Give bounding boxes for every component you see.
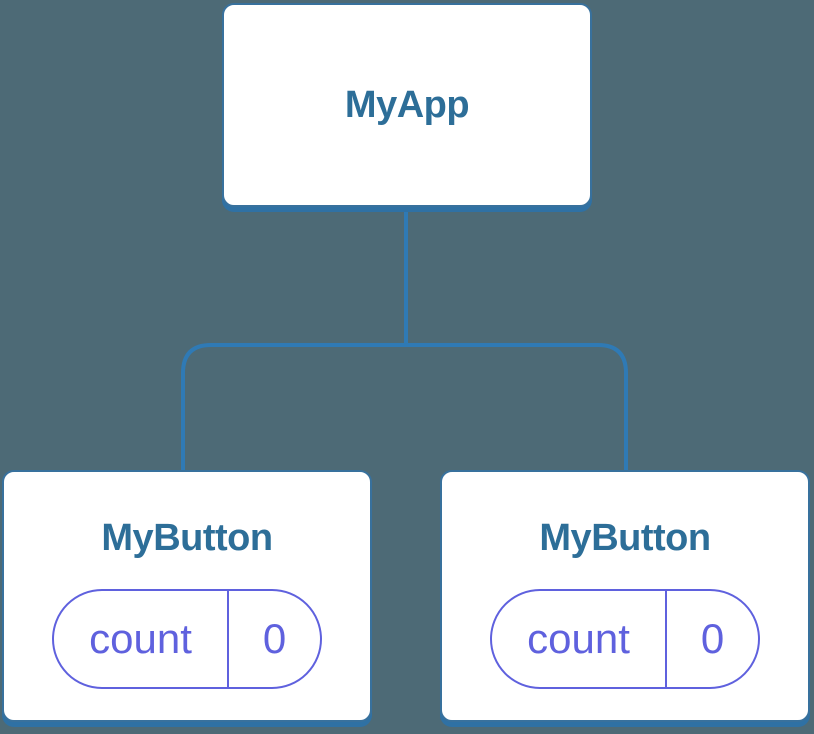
state-name-label: count xyxy=(89,615,192,662)
state-pill-divider xyxy=(665,591,667,687)
connector-branch-bracket xyxy=(181,343,628,472)
state-value-cell: 0 xyxy=(229,591,320,687)
state-pill-right: count 0 xyxy=(490,589,760,689)
node-mybutton-right-label: MyButton xyxy=(539,517,711,559)
state-name-label: count xyxy=(527,615,630,662)
state-name-cell: count xyxy=(492,591,665,687)
node-mybutton-right: MyButton count 0 xyxy=(440,470,810,722)
node-mybutton-left-label: MyButton xyxy=(101,517,273,559)
state-name-cell: count xyxy=(54,591,227,687)
node-mybutton-left: MyButton count 0 xyxy=(2,470,372,722)
node-myapp: MyApp xyxy=(222,3,592,207)
state-pill-divider xyxy=(227,591,229,687)
state-value-cell: 0 xyxy=(667,591,758,687)
node-myapp-label: MyApp xyxy=(344,84,470,126)
state-value-label: 0 xyxy=(262,615,287,662)
state-value-label: 0 xyxy=(700,615,725,662)
state-pill-left: count 0 xyxy=(52,589,322,689)
